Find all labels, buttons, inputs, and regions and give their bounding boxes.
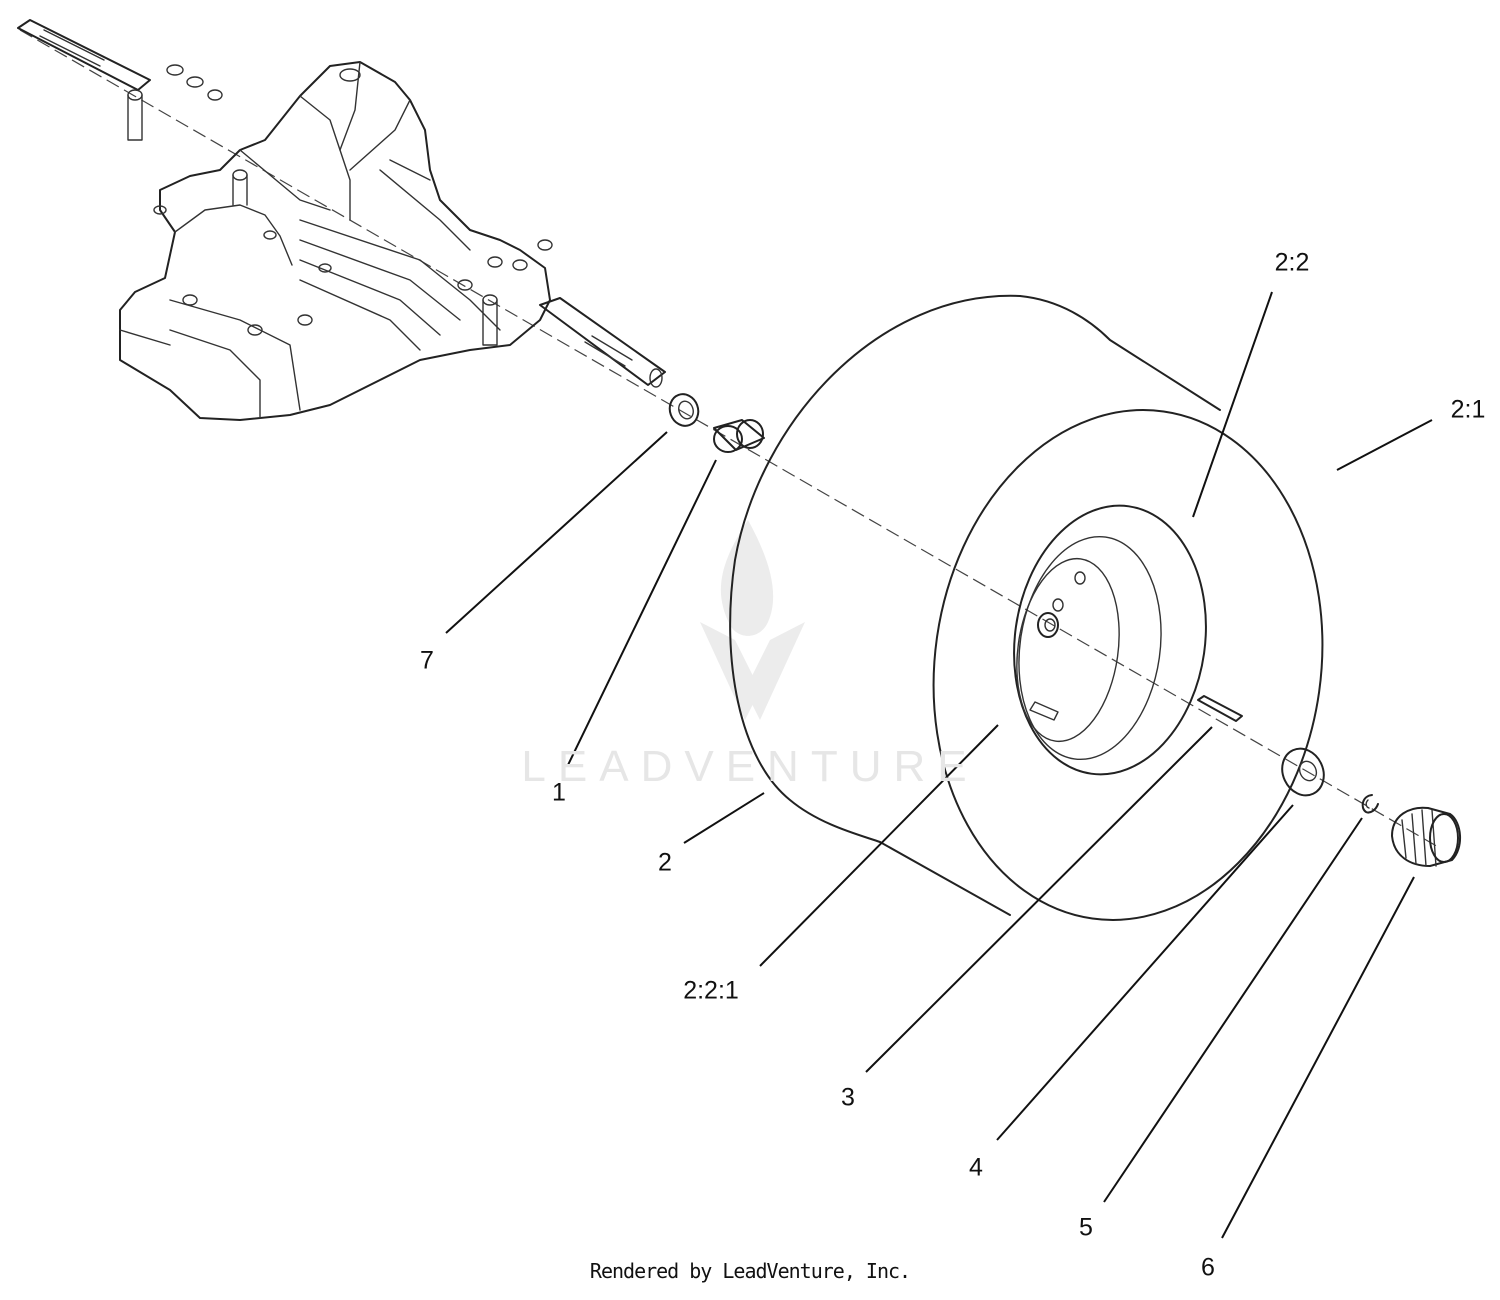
leader-2 <box>683 792 765 844</box>
callout-2-2-1: 2:2:1 <box>683 976 739 1005</box>
watermark-text: LEADVENTURE <box>521 742 979 791</box>
leader-4 <box>996 804 1294 1141</box>
leader-6 <box>1221 876 1415 1239</box>
footer-credit: Rendered by LeadVenture, Inc. <box>589 1259 911 1283</box>
callout-4: 4 <box>969 1153 983 1182</box>
callout-7: 7 <box>420 646 434 675</box>
watermark-logo <box>700 520 805 720</box>
leader-2-2-1 <box>759 724 999 967</box>
part-3-key <box>1197 695 1243 722</box>
part-1-spacer <box>713 419 765 453</box>
leader-5 <box>1103 817 1363 1203</box>
transaxle-assembly <box>17 19 666 421</box>
part-7-washer <box>668 393 700 427</box>
callout-1: 1 <box>552 778 566 807</box>
callout-2-2: 2:2 <box>1274 248 1310 277</box>
callout-3: 3 <box>841 1083 855 1112</box>
leader-1 <box>567 459 717 766</box>
leader-3 <box>865 726 1213 1073</box>
part-5-retaining-ring <box>1361 794 1379 814</box>
part-4-washer <box>1281 747 1325 797</box>
leader-2-1 <box>1336 419 1433 471</box>
callout-5: 5 <box>1079 1213 1093 1242</box>
leader-2-2 <box>1192 291 1273 518</box>
callout-2: 2 <box>658 848 672 877</box>
callout-2-1: 2:1 <box>1450 395 1486 424</box>
part-6-cap <box>1391 806 1461 867</box>
leader-lines <box>445 291 1433 1239</box>
leader-7 <box>445 431 668 634</box>
callout-6: 6 <box>1201 1253 1215 1282</box>
axle-centerline <box>19 29 1441 849</box>
part-2-wheel-assembly <box>729 294 1324 921</box>
